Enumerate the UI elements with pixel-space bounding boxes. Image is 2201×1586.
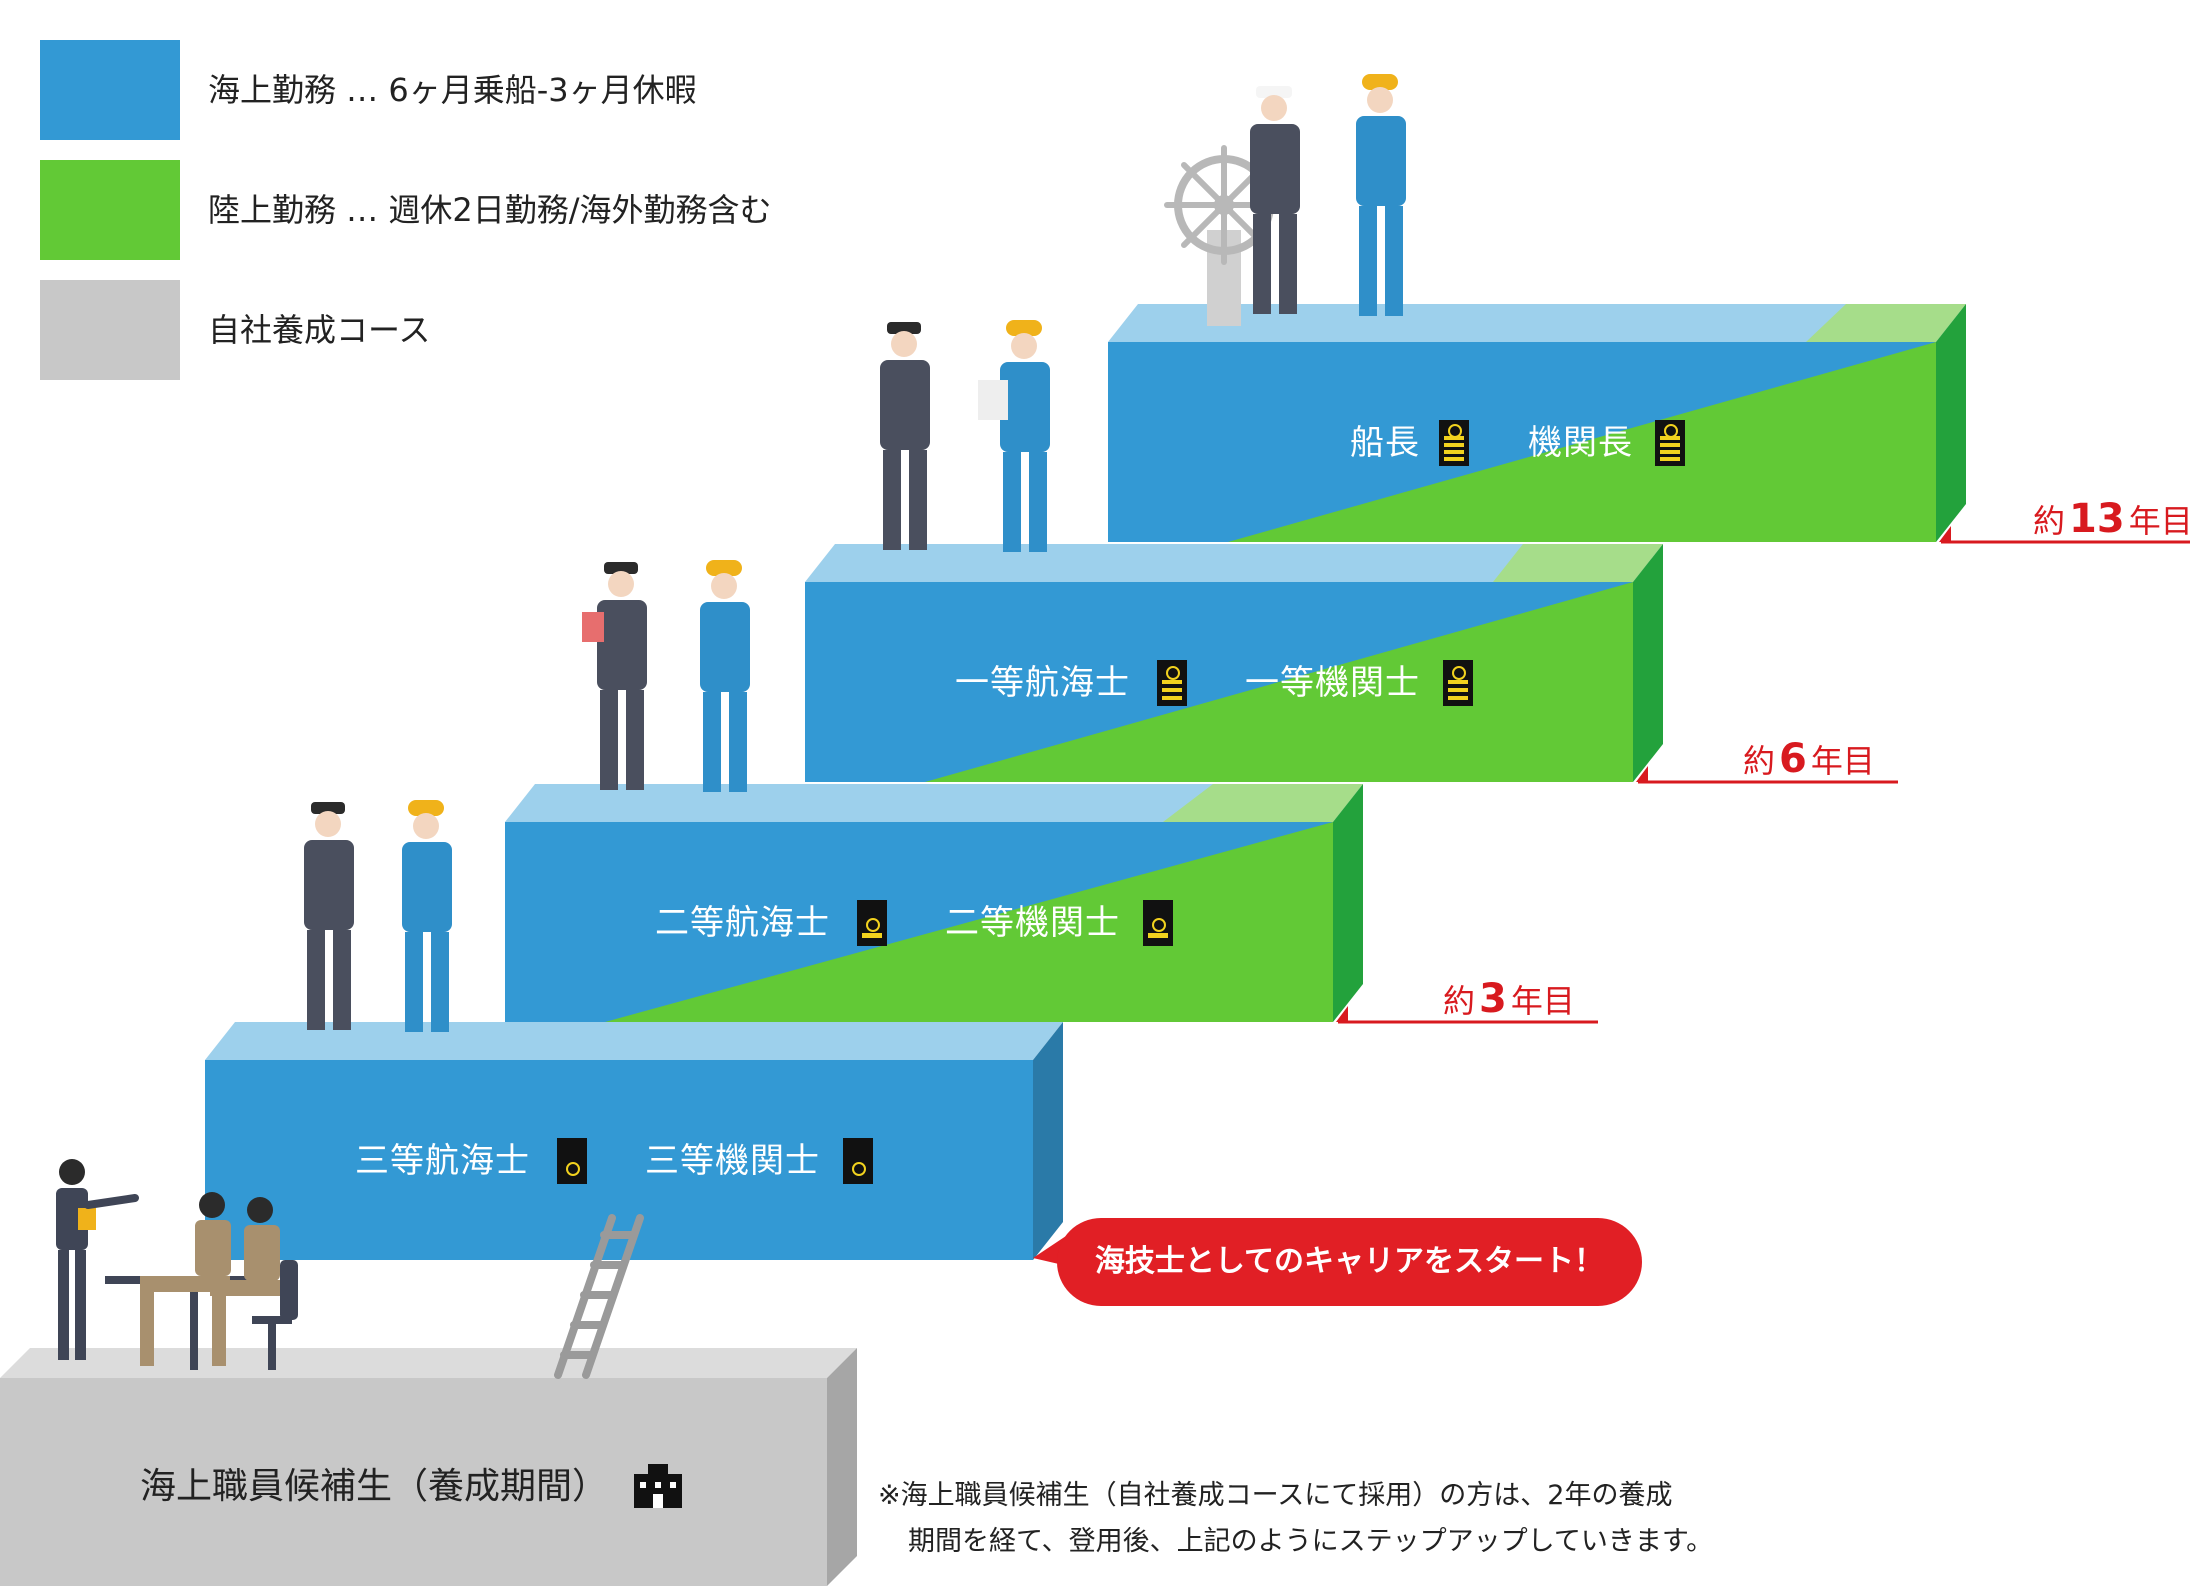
step-block-2	[505, 784, 1363, 1022]
legend-swatch-land	[40, 160, 180, 260]
year-suffix: 年目	[1510, 982, 1575, 1020]
rank-insignia-icon	[1443, 660, 1473, 706]
engineer-figure-2nd	[700, 560, 750, 792]
officer-figure-2nd	[582, 562, 647, 790]
step-2-right-label: 二等機関士	[945, 903, 1120, 943]
step-4-left-label: 船長	[1350, 423, 1420, 463]
career-start-callout: 海技士としてのキャリアをスタート！	[1057, 1218, 1642, 1306]
officer-figure-3rd	[304, 802, 354, 1030]
legend-label-sea: 海上勤務 … 6ヶ月乗船-3ヶ月休暇	[208, 71, 697, 109]
year-number: 6	[1779, 736, 1807, 782]
chief-engineer-figure	[1356, 74, 1406, 316]
footnote-line-2: 期間を経て、登用後、上記のようにステップアップしていきます。	[908, 1526, 1714, 1557]
legend-swatch-sea	[40, 40, 180, 140]
year-marker-2	[1636, 766, 1898, 784]
footnote-line-1: ※海上職員候補生（自社養成コースにて採用）の方は、2年の養成	[878, 1480, 1673, 1511]
year-prefix: 約	[2033, 502, 2066, 540]
trainee-seated-figure-2	[210, 1197, 298, 1370]
base-block	[0, 1348, 857, 1586]
trainee-presenter-figure	[56, 1159, 139, 1360]
rank-insignia-icon	[843, 1138, 873, 1184]
engineer-figure-1st	[978, 320, 1050, 552]
year-marker-3	[1939, 526, 2190, 544]
officer-figure-1st	[880, 322, 930, 550]
legend-label-land: 陸上勤務 … 週休2日勤務/海外勤務含む	[208, 191, 772, 229]
step-3-right-label: 一等機関士	[1245, 663, 1420, 703]
rank-insignia-icon	[557, 1138, 587, 1184]
year-prefix: 約	[1743, 742, 1776, 780]
year-number: 13	[2069, 496, 2125, 542]
step-1-left-label: 三等航海士	[355, 1141, 530, 1181]
legend-swatch-training	[40, 280, 180, 380]
step-block-4	[1108, 304, 1966, 542]
year-prefix: 約	[1443, 982, 1476, 1020]
legend-label-training: 自社養成コース	[208, 311, 431, 349]
base-label: 海上職員候補生（養成期間）	[140, 1466, 609, 1507]
captain-figure	[1250, 86, 1300, 314]
building-icon	[634, 1464, 682, 1508]
step-3-left-label: 一等航海士	[955, 663, 1130, 703]
step-4-right-label: 機関長	[1528, 423, 1633, 463]
rank-insignia-icon	[1143, 900, 1173, 946]
footnote: ※海上職員候補生（自社養成コースにて採用）の方は、2年の養成 期間を経て、登用後…	[878, 1473, 1713, 1565]
ladder-icon	[554, 1214, 644, 1379]
year-marker-1	[1336, 1006, 1598, 1024]
step-2-left-label: 二等航海士	[655, 903, 830, 943]
rank-insignia-icon	[1655, 420, 1685, 466]
engineer-figure-3rd	[402, 800, 452, 1032]
rank-insignia-icon	[857, 900, 887, 946]
rank-insignia-icon	[1439, 420, 1469, 466]
trainee-seated-figure-1	[140, 1192, 231, 1366]
year-suffix: 年目	[1810, 742, 1875, 780]
rank-insignia-icon	[1157, 660, 1187, 706]
year-number: 3	[1479, 976, 1507, 1022]
step-1-right-label: 三等機関士	[645, 1141, 820, 1181]
year-suffix: 年目	[2128, 502, 2193, 540]
step-block-3	[805, 544, 1663, 782]
